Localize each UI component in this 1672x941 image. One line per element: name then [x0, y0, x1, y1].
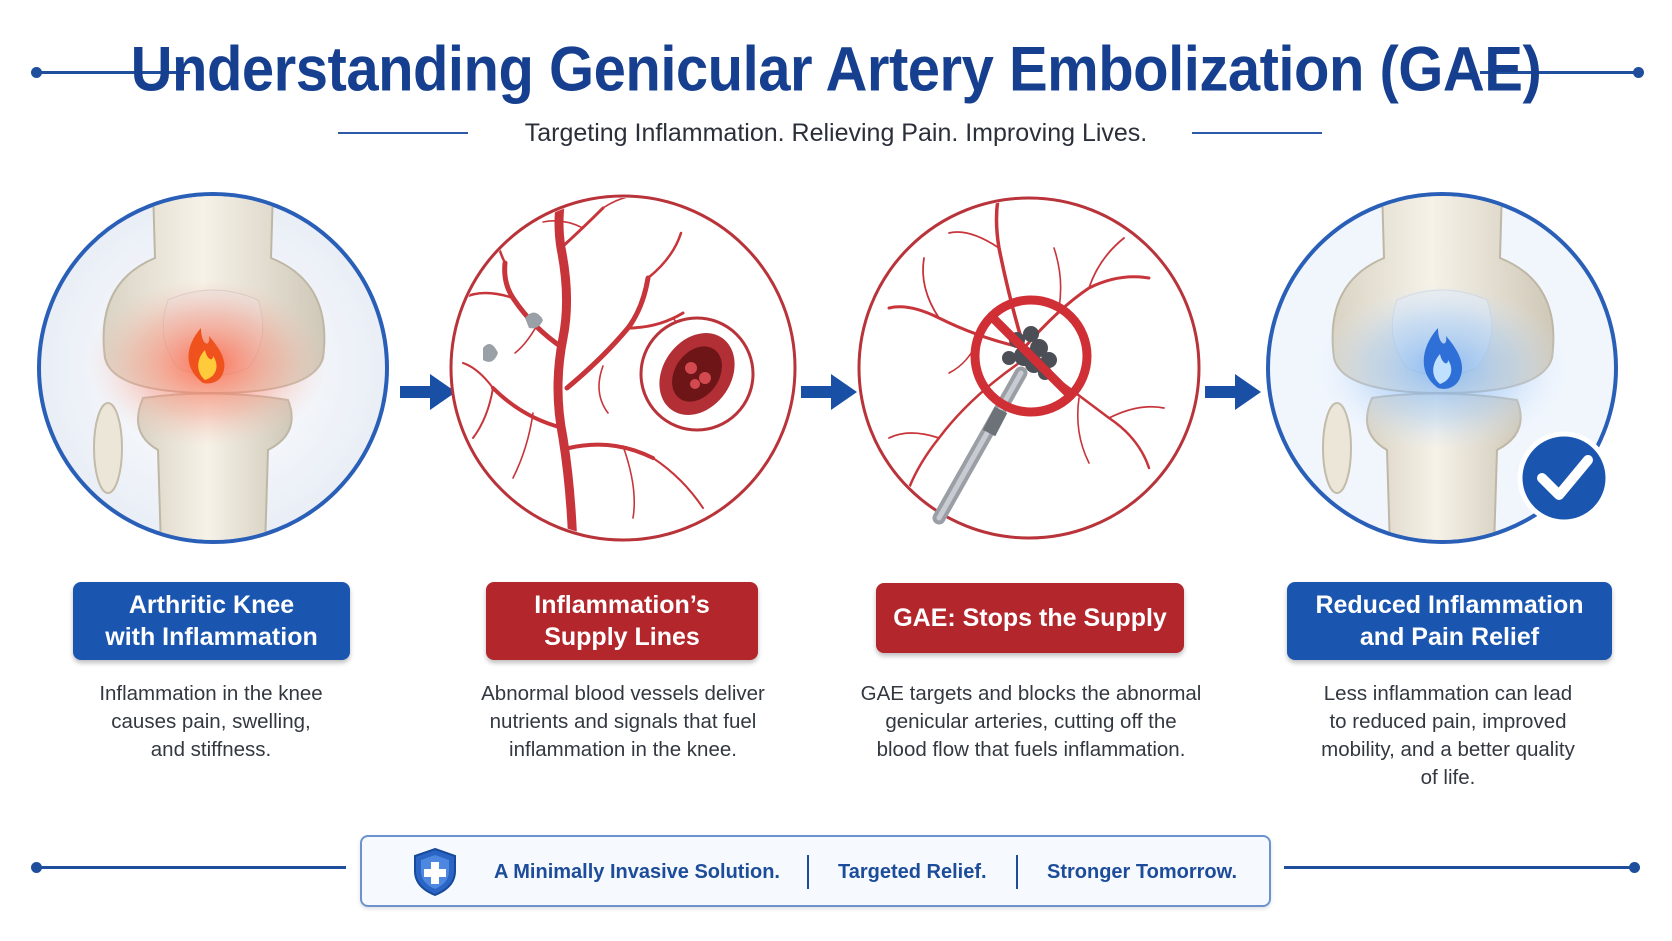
header-dot-left — [31, 67, 42, 78]
footer-separator — [1016, 855, 1018, 889]
footer-item-1: A Minimally Invasive Solution. — [494, 861, 780, 883]
shield-plus-icon — [412, 847, 458, 897]
header-dot-right — [1633, 67, 1644, 78]
page-subtitle: Targeting Inflammation. Relieving Pain. … — [524, 119, 1148, 147]
page-title: Understanding Genicular Artery Embolizat… — [130, 34, 1542, 105]
healthy-knee-icon — [1262, 188, 1622, 548]
arrow-right-icon — [1205, 370, 1263, 414]
footer-item-2: Targeted Relief. — [838, 861, 987, 883]
footer-dot-right — [1629, 862, 1640, 873]
arrow-right-icon — [400, 370, 458, 414]
subtitle-rule-left — [338, 132, 468, 134]
inflamed-knee-icon — [33, 188, 393, 548]
footer-rule-left — [36, 866, 346, 869]
blood-vessels-icon — [443, 188, 803, 548]
footer-dot-left — [31, 862, 42, 873]
header-rule-left — [36, 71, 190, 74]
footer-separator — [807, 855, 809, 889]
footer-rule-right — [1284, 866, 1636, 869]
arrow-right-icon — [801, 370, 859, 414]
step-3-label: GAE: Stops the Supply — [876, 583, 1184, 653]
subtitle-rule-right — [1192, 132, 1322, 134]
header-rule-right — [1480, 71, 1638, 74]
blocked-artery-icon — [849, 188, 1209, 548]
footer-banner: A Minimally Invasive Solution. Targeted … — [360, 835, 1271, 907]
footer-item-3: Stronger Tomorrow. — [1047, 861, 1237, 883]
